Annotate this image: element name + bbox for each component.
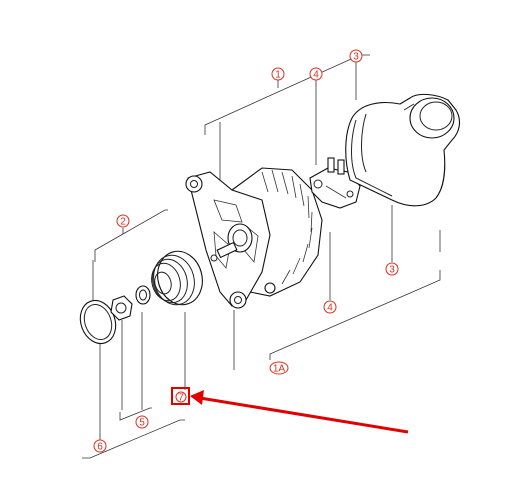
highlight-arrow: [199, 396, 409, 434]
svg-text:3: 3: [389, 265, 395, 276]
callout-3-top: 3: [349, 49, 363, 63]
svg-text:1: 1: [275, 70, 281, 81]
rear-cover-part: [345, 93, 461, 207]
svg-text:1A: 1A: [273, 364, 286, 375]
pulley-part: [151, 250, 203, 306]
callout-1a: 1A: [269, 361, 289, 375]
nut-part: [110, 295, 133, 321]
callout-7: 7: [175, 391, 187, 404]
svg-text:6: 6: [97, 442, 103, 453]
svg-text:3: 3: [353, 52, 359, 63]
callout-3-bottom: 3: [385, 262, 399, 276]
callout-1: 1: [271, 67, 285, 81]
washer-part: [135, 285, 151, 305]
svg-text:4: 4: [313, 70, 319, 81]
callout-6: 6: [93, 439, 107, 453]
regulator-part: [309, 157, 361, 209]
svg-text:7: 7: [178, 393, 184, 404]
leader-lines: [82, 54, 441, 459]
callout-4-bottom: 4: [323, 300, 337, 314]
svg-text:2: 2: [120, 217, 126, 228]
arrowhead-icon: [190, 390, 204, 405]
cap-disc-part: [79, 299, 117, 345]
highlight-box: [171, 387, 190, 405]
callout-5: 5: [135, 415, 149, 429]
alternator-body-part: [185, 167, 323, 309]
svg-text:4: 4: [327, 303, 333, 314]
svg-text:5: 5: [139, 418, 145, 429]
callout-2: 2: [116, 214, 130, 228]
callout-4-top: 4: [309, 67, 323, 81]
